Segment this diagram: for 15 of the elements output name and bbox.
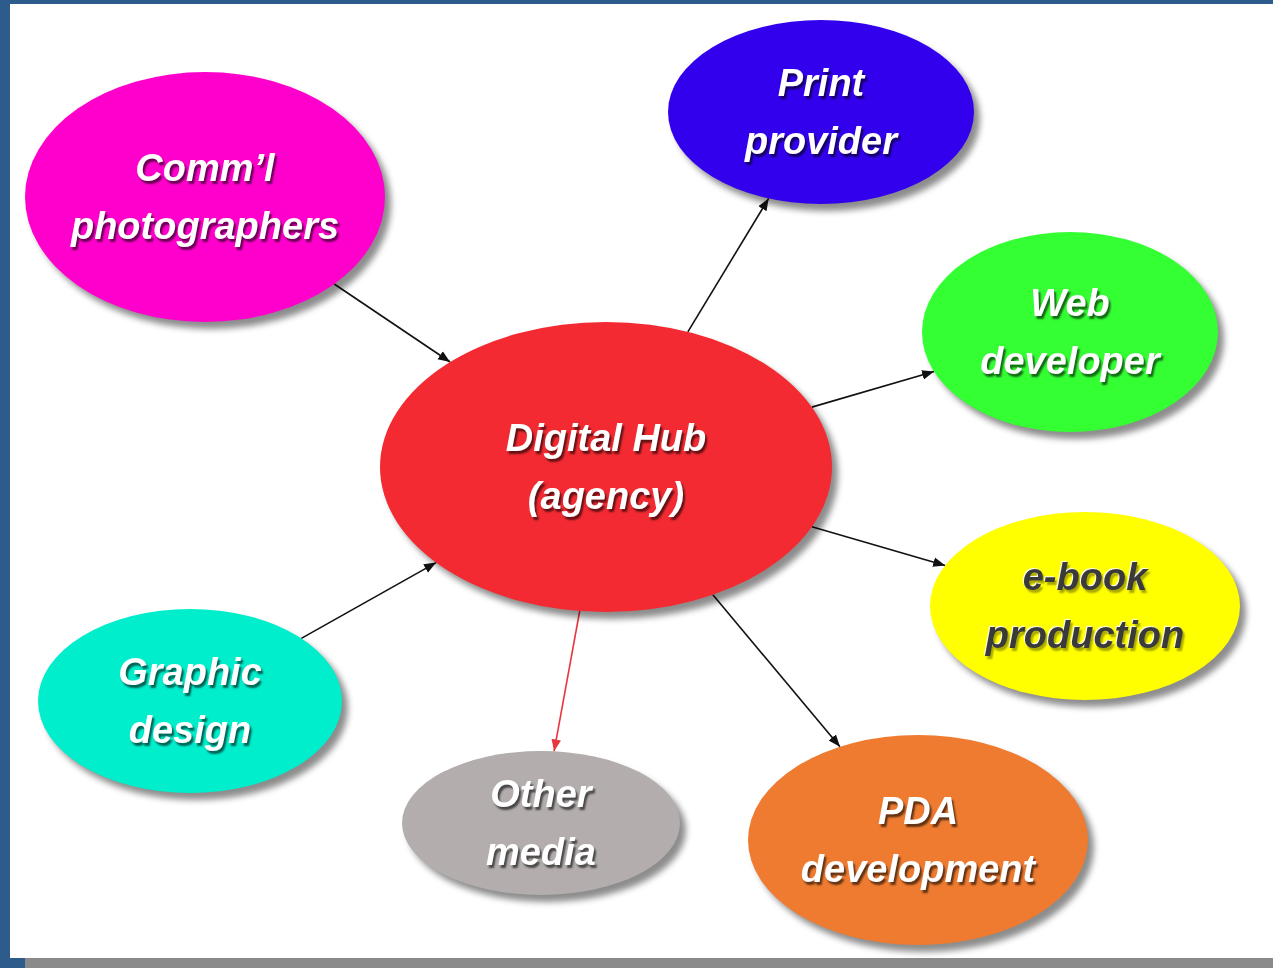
- arrow: [333, 283, 451, 363]
- node-label: Comm’l photographers: [69, 146, 341, 249]
- arrow: [712, 593, 841, 748]
- node-label: Digital Hub (agency): [504, 416, 708, 519]
- node-label: Graphic design: [117, 650, 263, 753]
- arrow: [811, 525, 946, 567]
- node-label: Print provider: [743, 61, 900, 164]
- node-label: PDA development: [799, 789, 1038, 892]
- node-label: Other media: [485, 772, 597, 875]
- arrow: [300, 561, 437, 640]
- node-label: Web developer: [979, 281, 1163, 384]
- arrow: [811, 370, 935, 408]
- node-label: e-book production: [984, 555, 1186, 658]
- arrow: [551, 610, 581, 753]
- arrow: [687, 197, 770, 333]
